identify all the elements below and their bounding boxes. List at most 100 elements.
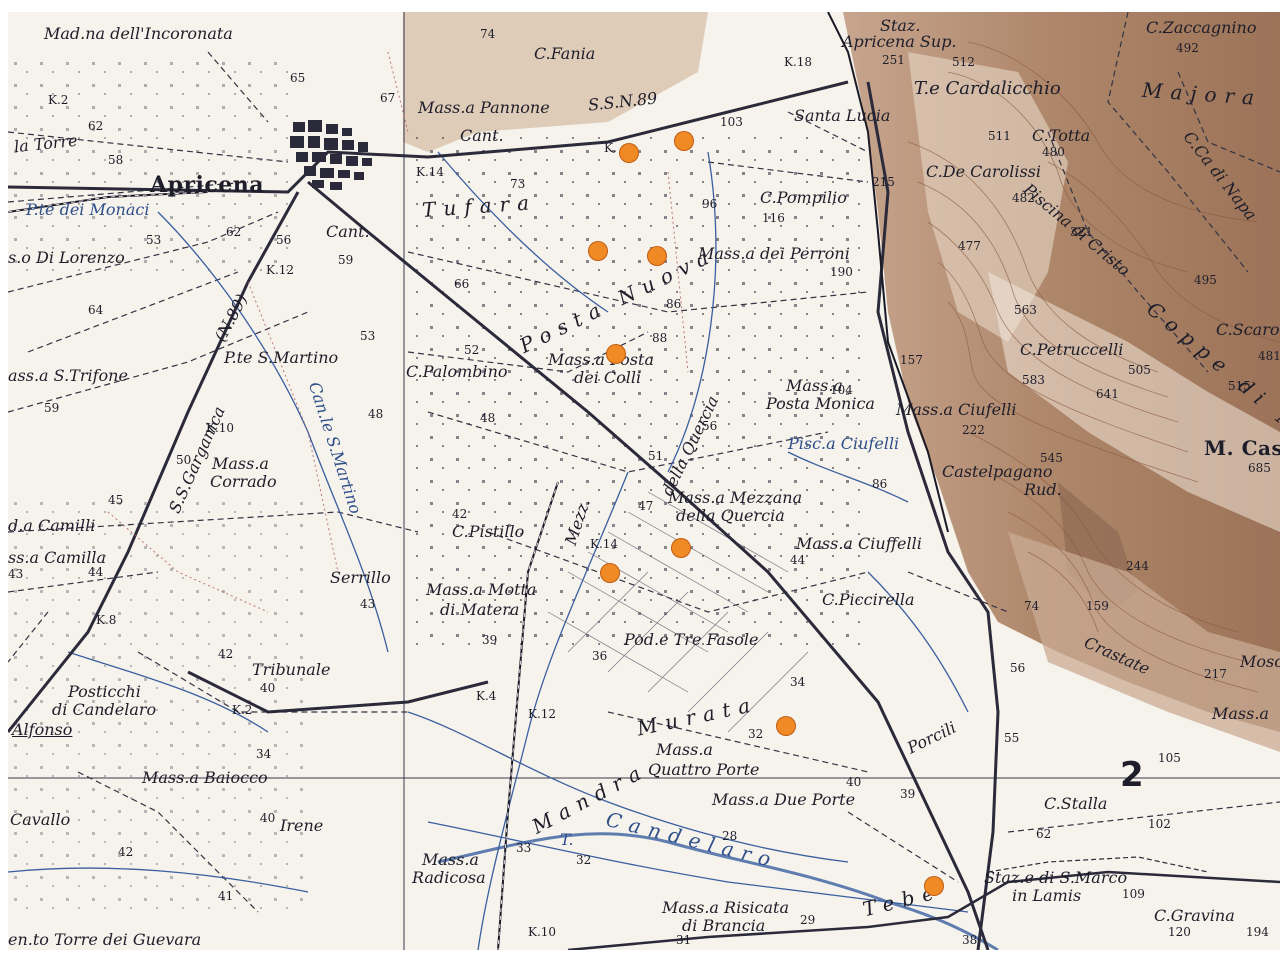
relief-northwest xyxy=(403,12,708,152)
site-marker-7[interactable] xyxy=(601,564,619,582)
label-685: 685 xyxy=(1248,461,1271,475)
label-321: 321 xyxy=(1070,225,1093,239)
label-scarano: C.Scaro xyxy=(1216,320,1280,339)
label-74b: 74 xyxy=(1024,599,1040,613)
label-50: 50 xyxy=(176,453,192,467)
label-194: 194 xyxy=(1246,925,1269,939)
label-tre-fasole: Pod.e Tre Fasole xyxy=(624,630,759,649)
label-583: 583 xyxy=(1022,373,1045,387)
water-network xyxy=(8,151,969,950)
label-ciuffelli-mass: Mass.a Ciuffelli xyxy=(796,534,922,553)
label-piccirella: C.Piccirella xyxy=(822,590,915,609)
site-marker-6[interactable] xyxy=(672,539,690,557)
label-28: 28 xyxy=(722,829,738,843)
label-45a: 45 xyxy=(108,493,124,507)
label-477: 477 xyxy=(958,239,981,253)
label-moscia: Mosc xyxy=(1240,652,1280,671)
label-alfonso: Alfonso xyxy=(12,720,73,739)
label-217: 217 xyxy=(1204,667,1227,681)
label-251: 251 xyxy=(882,53,905,67)
main-roads xyxy=(8,80,1000,950)
label-545: 545 xyxy=(1040,451,1063,465)
label-torre-guevara: en.to Torre dei Guevara xyxy=(8,930,202,949)
site-marker-2[interactable] xyxy=(675,132,693,150)
label-215: 215 xyxy=(872,175,895,189)
label-48b: 48 xyxy=(480,411,496,425)
label-k10a: K.10 xyxy=(206,421,235,435)
label-55: 55 xyxy=(1004,731,1020,745)
relief-ridge xyxy=(988,272,1280,532)
label-k18: K.18 xyxy=(784,55,813,69)
contour-lines xyxy=(907,41,1280,693)
label-m-castello: M. Cas xyxy=(1204,436,1280,460)
site-marker-5[interactable] xyxy=(607,345,625,363)
label-risicata-1: Mass.a Risicata xyxy=(662,898,790,917)
label-40c: 40 xyxy=(846,775,862,789)
south-road xyxy=(567,870,1280,950)
label-mass-ciufelli: Mass.a Ciufelli xyxy=(896,400,1017,419)
label-42b: 42 xyxy=(118,845,134,859)
label-s-trifone: ass.a S.Trifone xyxy=(8,366,128,385)
label-34b: 34 xyxy=(790,675,806,689)
label-ponte-s-martino: P.te S.Martino xyxy=(224,348,339,367)
label-posticchi-1: Posticchi xyxy=(68,682,141,701)
label-96: 96 xyxy=(702,197,718,211)
label-159: 159 xyxy=(1086,599,1109,613)
label-53b: 53 xyxy=(360,329,376,343)
label-palombino: C.Palombino xyxy=(406,362,508,381)
secondary-roads xyxy=(107,51,689,613)
label-41: 41 xyxy=(218,889,234,903)
relief-south xyxy=(1008,532,1280,752)
site-marker-9[interactable] xyxy=(925,877,943,895)
label-39b: 39 xyxy=(900,787,916,801)
label-perroni: Mass.a dei Perroni xyxy=(698,244,850,263)
label-33: 33 xyxy=(516,841,532,855)
label-fania: C.Fania xyxy=(534,44,596,63)
label-castelpagano: Castelpagano xyxy=(942,462,1053,481)
label-86b: 86 xyxy=(872,477,888,491)
topographic-map[interactable]: Mad.na dell'Incoronata K.2 62 la Torre 5… xyxy=(8,12,1280,950)
label-k2: K.2 xyxy=(48,93,69,107)
label-staz-apricena-1: Staz. xyxy=(880,16,921,35)
site-marker-3[interactable] xyxy=(589,242,607,260)
label-38: 38 xyxy=(962,933,978,947)
label-505: 505 xyxy=(1128,363,1151,377)
label-482: 482 xyxy=(1012,191,1035,205)
label-43b: 43 xyxy=(360,597,376,611)
label-apricena: Apricena xyxy=(150,172,265,198)
label-34a: 34 xyxy=(256,747,272,761)
label-cant-2: Cant. xyxy=(460,126,504,145)
site-marker-1[interactable] xyxy=(620,144,638,162)
label-44b: 44 xyxy=(790,553,806,567)
label-56: 56 xyxy=(276,233,292,247)
site-marker-8[interactable] xyxy=(777,717,795,735)
label-serrillo: Serrillo xyxy=(330,568,391,587)
label-staz-apricena-2: Apricena Sup. xyxy=(842,32,957,51)
label-totta: C.Totta xyxy=(1032,126,1091,145)
label-56b: 56 xyxy=(702,419,718,433)
label-62b: 62 xyxy=(226,225,242,239)
label-39a: 39 xyxy=(482,633,498,647)
label-cardalicchio: T.e Cardalicchio xyxy=(914,78,1061,99)
label-512: 512 xyxy=(952,55,975,69)
label-32: 32 xyxy=(748,727,764,741)
label-104: 104 xyxy=(830,383,853,397)
label-colli-2: dei Colli xyxy=(574,368,642,387)
label-petruccelli: C.Petruccelli xyxy=(1020,340,1124,359)
label-65: 65 xyxy=(290,71,306,85)
field-tracks xyxy=(8,12,1280,913)
apricena-town xyxy=(290,120,372,190)
label-103: 103 xyxy=(720,115,743,129)
label-pompilio: C.Pompilio xyxy=(760,188,847,207)
label-posta-monica-1: Mass.a xyxy=(786,376,843,395)
site-marker-4[interactable] xyxy=(648,247,666,265)
label-tribunale: Tribunale xyxy=(252,660,331,679)
label-116: 116 xyxy=(762,211,785,225)
label-157: 157 xyxy=(900,353,923,367)
label-43a: 43 xyxy=(8,567,24,581)
label-31: 31 xyxy=(676,933,692,947)
label-k12a: K.12 xyxy=(266,263,295,277)
label-zaccagnino: C.Zaccagnino xyxy=(1146,18,1257,37)
label-risicata-2: di Brancia xyxy=(682,916,766,935)
label-105: 105 xyxy=(1158,751,1181,765)
